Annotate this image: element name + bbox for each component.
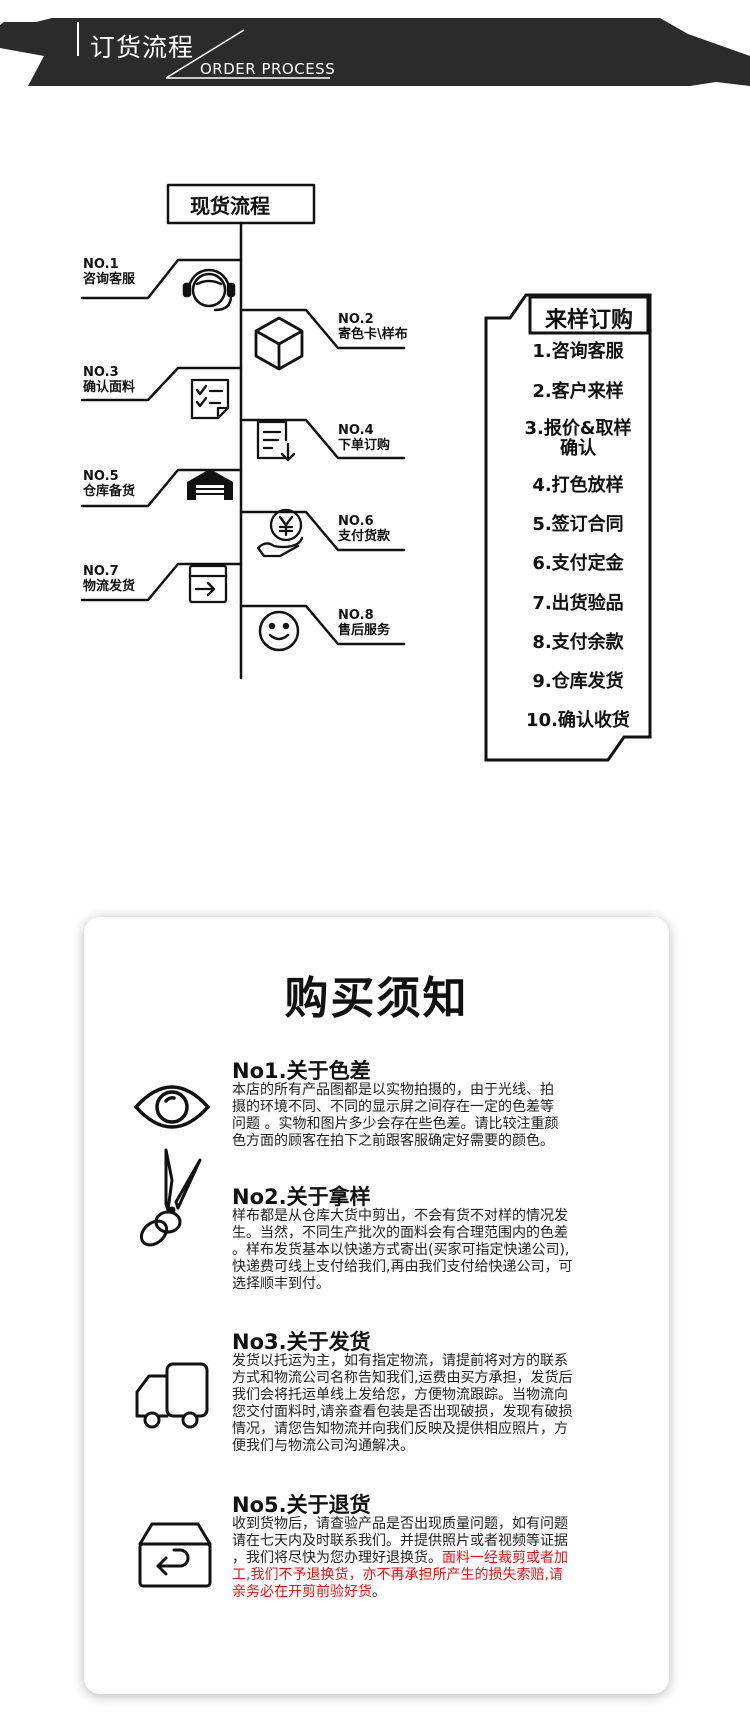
body-line: 我们会将托运单线上发给您，方便物流跟踪。当物流向 — [232, 1387, 568, 1403]
notice-item-body: 本店的所有产品图都是以实物拍摄的，由于光线、拍 摄的环境不同、不同的显示屏之间存… — [232, 1082, 632, 1150]
order-document-icon — [256, 420, 296, 462]
header-title: 订货流程 — [90, 33, 195, 62]
warning-text: 面料一经裁剪或者加 — [442, 1550, 568, 1566]
body-line: 色方面的顾客在拍下之前跟客服确定好需要的颜色。 — [232, 1133, 554, 1149]
body-line: 您交付面料时,请亲查看包装是否出现破损，发现有破损 — [232, 1404, 573, 1420]
step-label: 支付货款 — [338, 529, 391, 544]
header-subtitle: ORDER PROCESS — [200, 60, 336, 78]
step-number: NO.8 — [338, 608, 374, 623]
sample-step: 确认 — [560, 438, 596, 459]
step-label: 物流发货 — [83, 579, 136, 594]
step-number: NO.4 — [338, 423, 374, 438]
body-line: 收到货物后，请查验产品是否出现质量问题，如有问题 — [232, 1516, 568, 1532]
sample-step: 10.确认收货 — [526, 710, 630, 731]
sample-step: 4.打色放样 — [532, 475, 624, 496]
body-line: 快递费可线上支付给我们,再由我们支付给快递公司，可 — [232, 1259, 573, 1275]
sample-process-title: 来样订购 — [545, 308, 634, 333]
body-line: 。样布发货基本以快递方式寄出(买家可指定快递公司), — [232, 1242, 570, 1258]
step-label: 咨询客服 — [83, 272, 136, 287]
spot-process-title: 现货流程 — [190, 194, 270, 218]
header-banner — [0, 18, 750, 86]
step-label: 寄色卡\样布 — [338, 327, 408, 342]
sample-step: 5.签订合同 — [532, 514, 624, 535]
sample-step: 6.支付定金 — [532, 553, 624, 574]
body-line: 样布都是从仓库大货中剪出，不会有货不对样的情况发 — [232, 1208, 568, 1224]
warehouse-icon — [187, 469, 233, 500]
body-line: 选择顺丰到付。 — [232, 1276, 330, 1292]
step-number: NO.7 — [83, 564, 119, 579]
step-3: NO.3 确认面料 — [83, 365, 136, 396]
notice-item-title: No1.关于色差 — [232, 1059, 371, 1083]
step-label: 确认面料 — [83, 380, 136, 395]
sample-step: 3.报价&取样 — [524, 418, 632, 439]
step-2: NO.2 寄色卡\样布 — [338, 312, 408, 343]
yen-payment-icon — [256, 508, 304, 558]
notice-item-body: 收到货物后，请查验产品是否出现质量问题，如有问题 请在七天内及时联系我们。并提供… — [232, 1516, 632, 1601]
notice-item-title: No3.关于发货 — [232, 1330, 371, 1354]
step-number: NO.2 — [338, 312, 374, 327]
step-7: NO.7 物流发货 — [83, 564, 136, 595]
body-line: 请在七天内及时联系我们。并提供照片或者视频等证据 — [232, 1533, 568, 1549]
notice-item-body: 样布都是从仓库大货中剪出，不会有货不对样的情况发 生。当然，不同生产批次的面料会… — [232, 1208, 632, 1293]
body-text: ，我们将尽快为您办理好退换货。 — [232, 1550, 442, 1566]
step-label: 仓库备货 — [83, 484, 136, 499]
step-number: NO.1 — [83, 257, 119, 272]
sample-step: 9.仓库发货 — [532, 671, 624, 692]
step-number: NO.5 — [83, 469, 119, 484]
smiley-icon — [258, 610, 300, 652]
step-label: 下单订购 — [338, 438, 391, 453]
warning-text: 工,我们不予退换货，亦不再承担所产生的损失索赔,请 — [232, 1567, 563, 1583]
checklist-icon — [190, 378, 230, 420]
body-line: ，我们将尽快为您办理好退换货。面料一经裁剪或者加 — [232, 1550, 632, 1567]
sample-step: 7.出货验品 — [532, 593, 624, 614]
step-number: NO.3 — [83, 365, 119, 380]
shipping-box-icon — [188, 564, 228, 604]
step-5: NO.5 仓库备货 — [83, 469, 136, 500]
body-line: 发货以托运为主，如有指定物流，请提前将对方的联系 — [232, 1353, 568, 1369]
step-8: NO.8 售后服务 — [338, 608, 391, 639]
body-line: 便我们与物流公司沟通解决。 — [232, 1438, 414, 1454]
notice-item-title: No5.关于退货 — [232, 1493, 371, 1517]
step-6: NO.6 支付货款 — [338, 514, 391, 545]
notice-title: 购买须知 — [284, 973, 469, 1024]
body-line: 摄的环境不同、不同的显示屏之间存在一定的色差等 — [232, 1099, 554, 1115]
sample-step: 2.客户来样 — [532, 381, 624, 402]
spot-process-diagram — [80, 183, 652, 762]
package-box-icon — [254, 316, 304, 371]
body-line: 亲务必在开剪前验好货。 — [232, 1584, 632, 1601]
warning-text: 亲务必在开剪前验好货 — [232, 1584, 372, 1600]
step-number: NO.6 — [338, 514, 374, 529]
customer-service-headset-icon — [182, 268, 236, 312]
body-line: 本店的所有产品图都是以实物拍摄的，由于光线、拍 — [232, 1082, 554, 1098]
body-line: 生。当然，不同生产批次的面料会有合理范围内的色差 — [232, 1225, 568, 1241]
step-label: 售后服务 — [338, 623, 391, 638]
sample-step: 1.咨询客服 — [532, 341, 624, 362]
body-line: 方式和物流公司名称告知我们,运费由买方承担，发货后 — [232, 1370, 573, 1386]
body-text: 。 — [372, 1584, 386, 1600]
step-1: NO.1 咨询客服 — [83, 257, 136, 288]
notice-item-body: 发货以托运为主，如有指定物流，请提前将对方的联系 方式和物流公司名称告知我们,运… — [232, 1353, 632, 1455]
body-line: 情况，请您告知物流并向我们反映及提供相应照片，方 — [232, 1421, 568, 1437]
body-line: 问题 。实物和图片多少会存在些色差。请比较注重颜 — [232, 1116, 559, 1132]
step-4: NO.4 下单订购 — [338, 423, 391, 454]
sample-step: 8.支付余款 — [532, 632, 624, 653]
notice-item-title: No2.关于拿样 — [232, 1185, 371, 1209]
